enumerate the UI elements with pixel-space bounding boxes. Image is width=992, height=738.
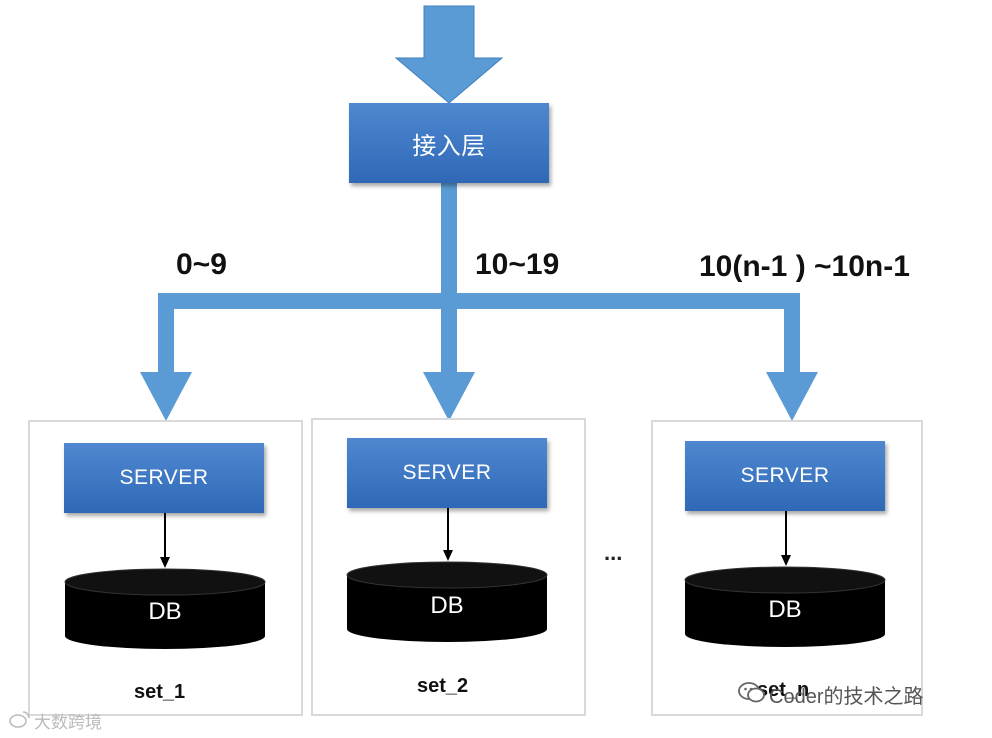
weibo-icon (8, 708, 32, 730)
db-label-n: DB (768, 596, 802, 623)
server-box-1: SERVER (64, 443, 264, 513)
range-label-1: 0~9 (176, 248, 227, 281)
server-label-2: SERVER (402, 461, 492, 484)
range-label-n: 10(n-1 ) ~10n-1 (699, 250, 910, 283)
set-label-1: set_1 (134, 681, 186, 703)
arrow-to-set-1 (140, 293, 192, 421)
entry-arrow (394, 5, 504, 104)
arrow-to-set-2 (423, 293, 475, 421)
range-label-2: 10~19 (475, 248, 560, 281)
db-label-2: DB (430, 592, 464, 619)
gateway-layer-box: 接入层 (349, 103, 549, 183)
server-label-n: SERVER (740, 464, 830, 487)
watermark-text: Coder的技术之路 (769, 686, 924, 708)
set-label-n: set_n (757, 679, 810, 701)
server-box-n: SERVER (685, 441, 885, 511)
watermark-left-text: 大数跨境 (34, 713, 102, 732)
db-cylinder-1 (64, 568, 266, 649)
trunk-line (441, 183, 457, 293)
arrow-to-set-n (766, 293, 818, 421)
db-cylinder-2 (346, 561, 548, 642)
gateway-label: 接入层 (412, 132, 486, 160)
ellipsis: ... (604, 540, 623, 565)
set-label-2: set_2 (417, 675, 469, 697)
server-box-2: SERVER (347, 438, 547, 508)
server-label-1: SERVER (119, 466, 209, 489)
db-label-1: DB (148, 598, 182, 625)
db-cylinder-n (684, 566, 886, 647)
distribution-bar (158, 293, 800, 309)
wechat-icon (737, 680, 767, 706)
